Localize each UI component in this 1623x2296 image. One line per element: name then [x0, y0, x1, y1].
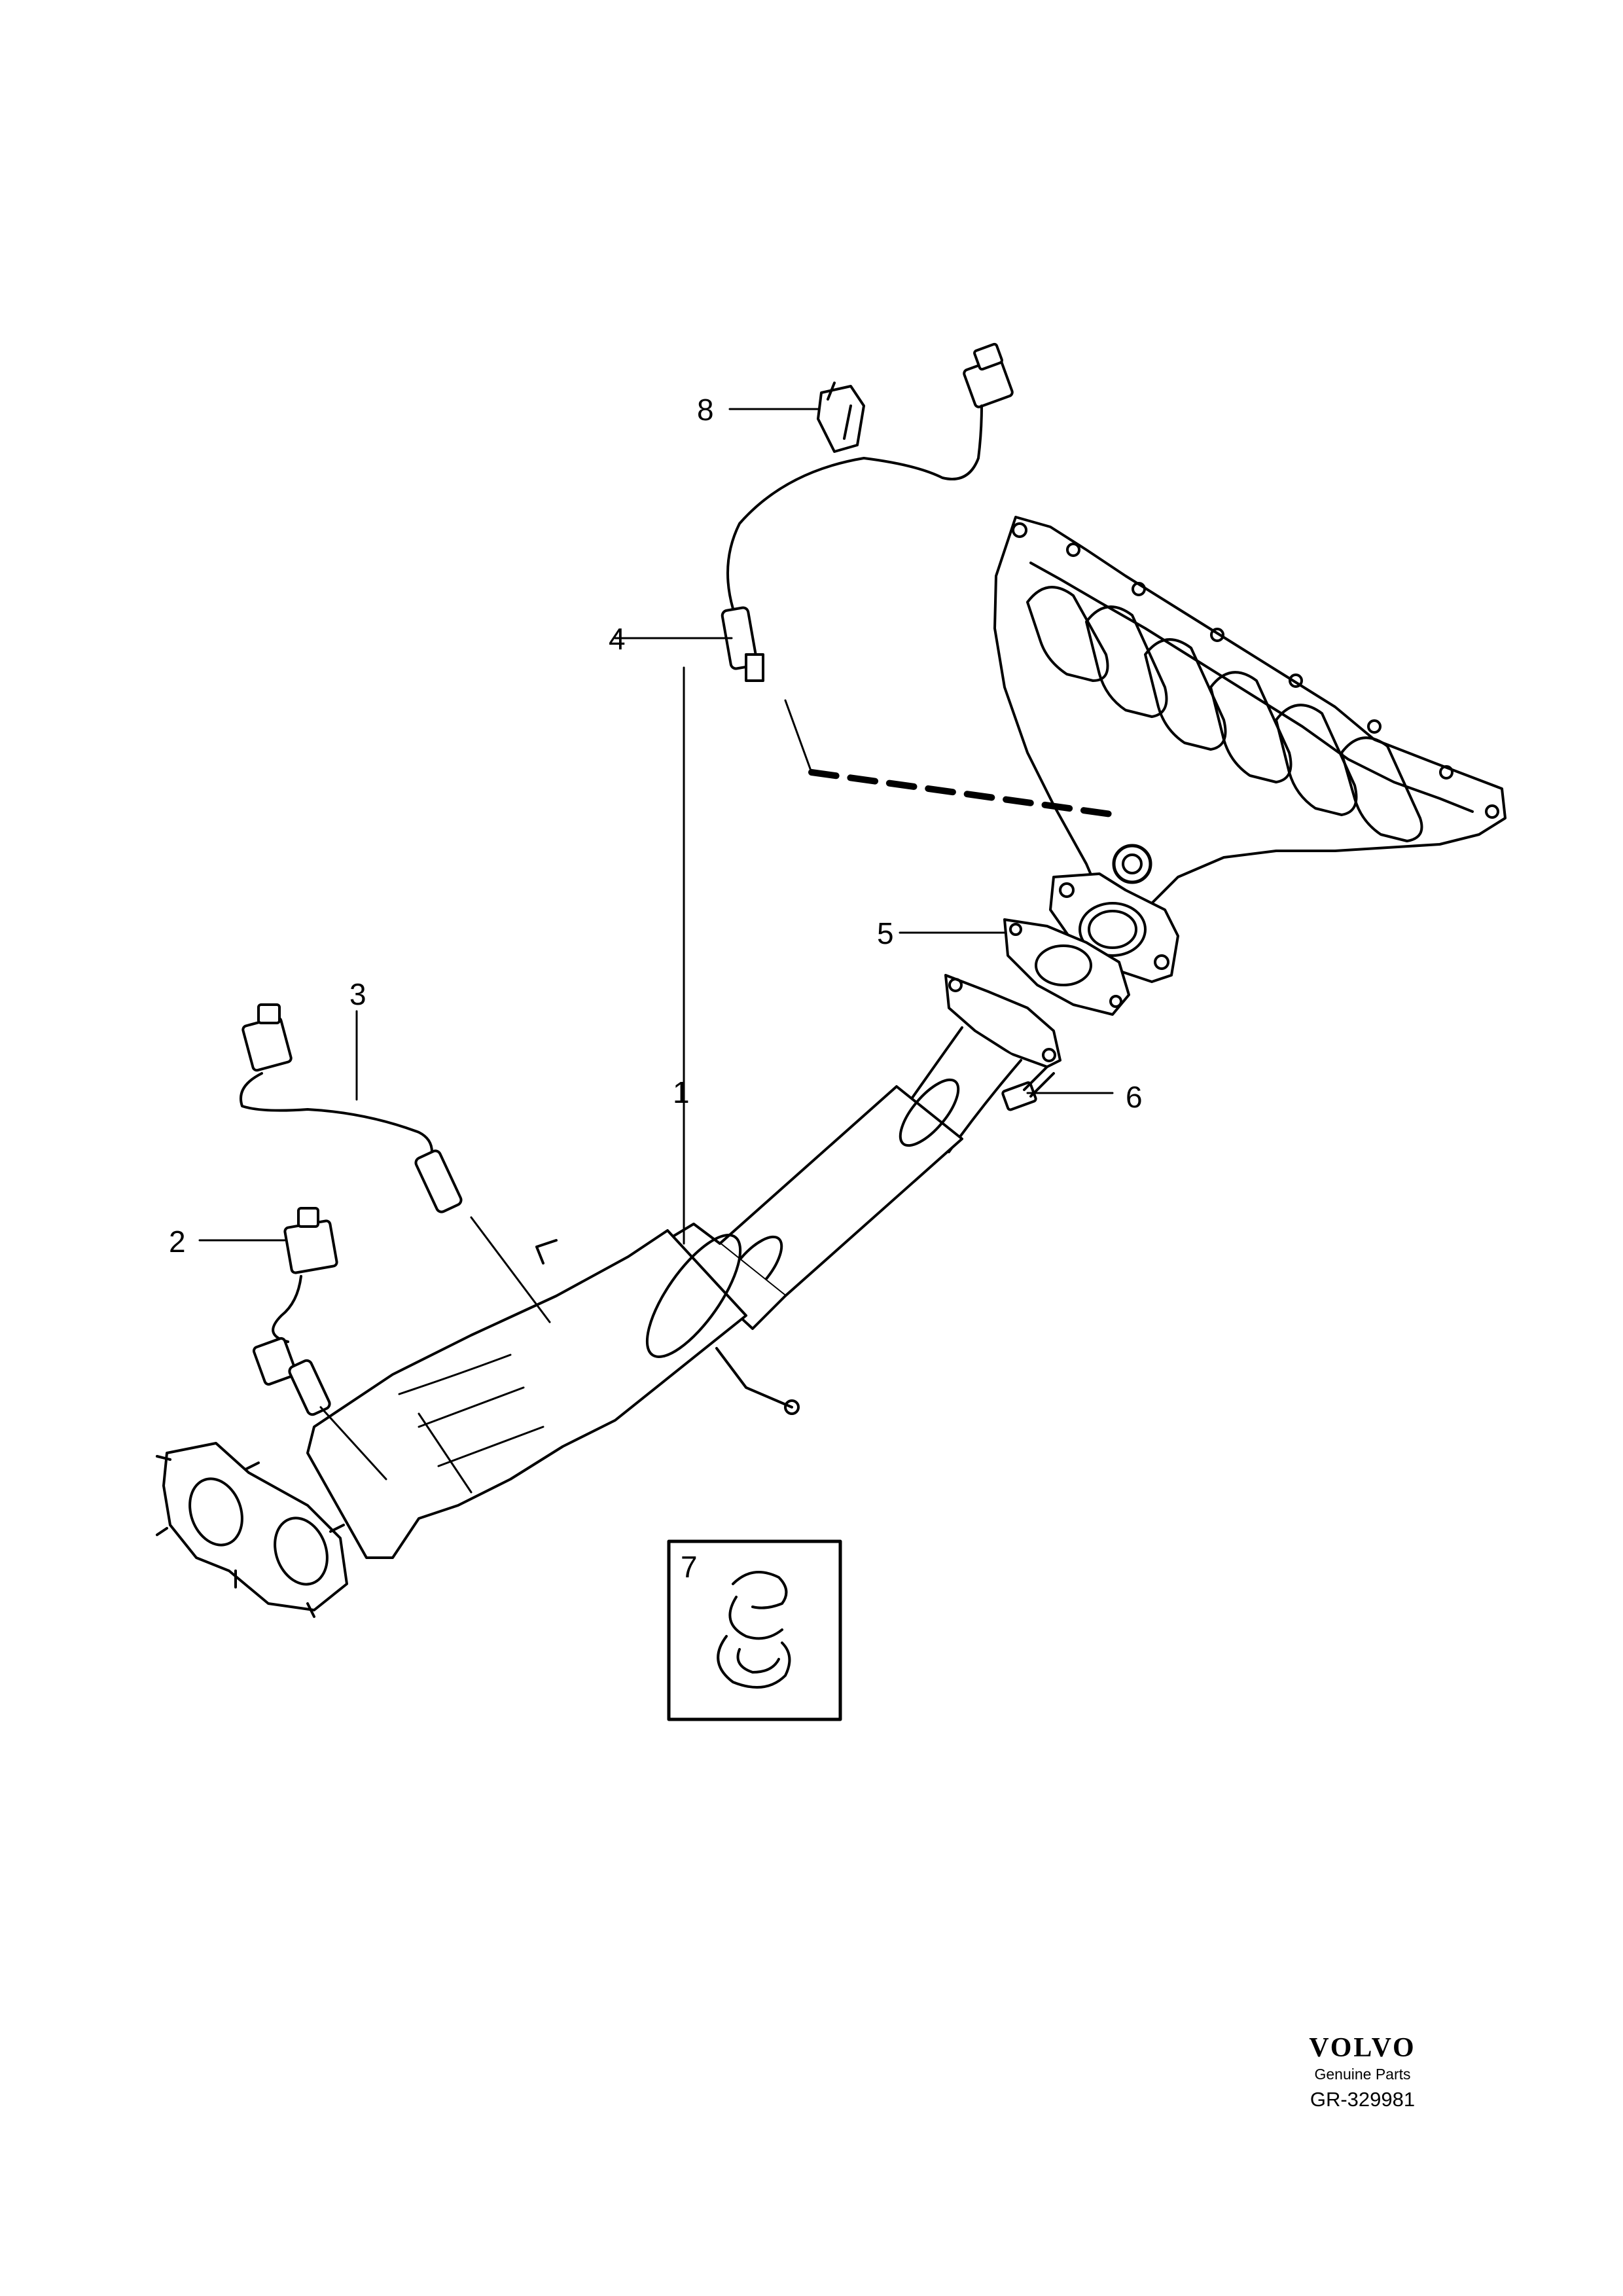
catalytic-converter-icon [156, 974, 1061, 1618]
callout-2: 2 [169, 1225, 186, 1259]
diagram-code: GR-329981 [1310, 2088, 1416, 2111]
clip-icon [717, 1571, 791, 1689]
bracket-icon [817, 382, 865, 453]
callout-3: 3 [349, 977, 366, 1011]
sensor-position-leader [808, 769, 1119, 818]
volvo-logo: VOLVO [1309, 2033, 1416, 2063]
brand-subtitle: Genuine Parts [1314, 2066, 1411, 2083]
clip-detail-frame [667, 1539, 842, 1721]
oxygen-sensor-upstream-icon [721, 342, 1014, 774]
callout-8: 8 [697, 393, 714, 427]
exhaust-manifold-icon [993, 516, 1507, 983]
callout-5: 5 [877, 916, 894, 950]
oxygen-sensor-icon [252, 1207, 387, 1480]
oxygen-sensor-downstream-icon [240, 1003, 551, 1323]
gasket-icon [1003, 918, 1130, 1016]
brand-block: VOLVO Genuine Parts GR-329981 [1277, 2033, 1448, 2114]
callout-leaders [198, 408, 1114, 1245]
callout-7: 7 [681, 1550, 698, 1584]
callout-6: 6 [1126, 1080, 1143, 1114]
callout-1: 1 [673, 1075, 690, 1109]
callout-4: 4 [609, 622, 626, 656]
